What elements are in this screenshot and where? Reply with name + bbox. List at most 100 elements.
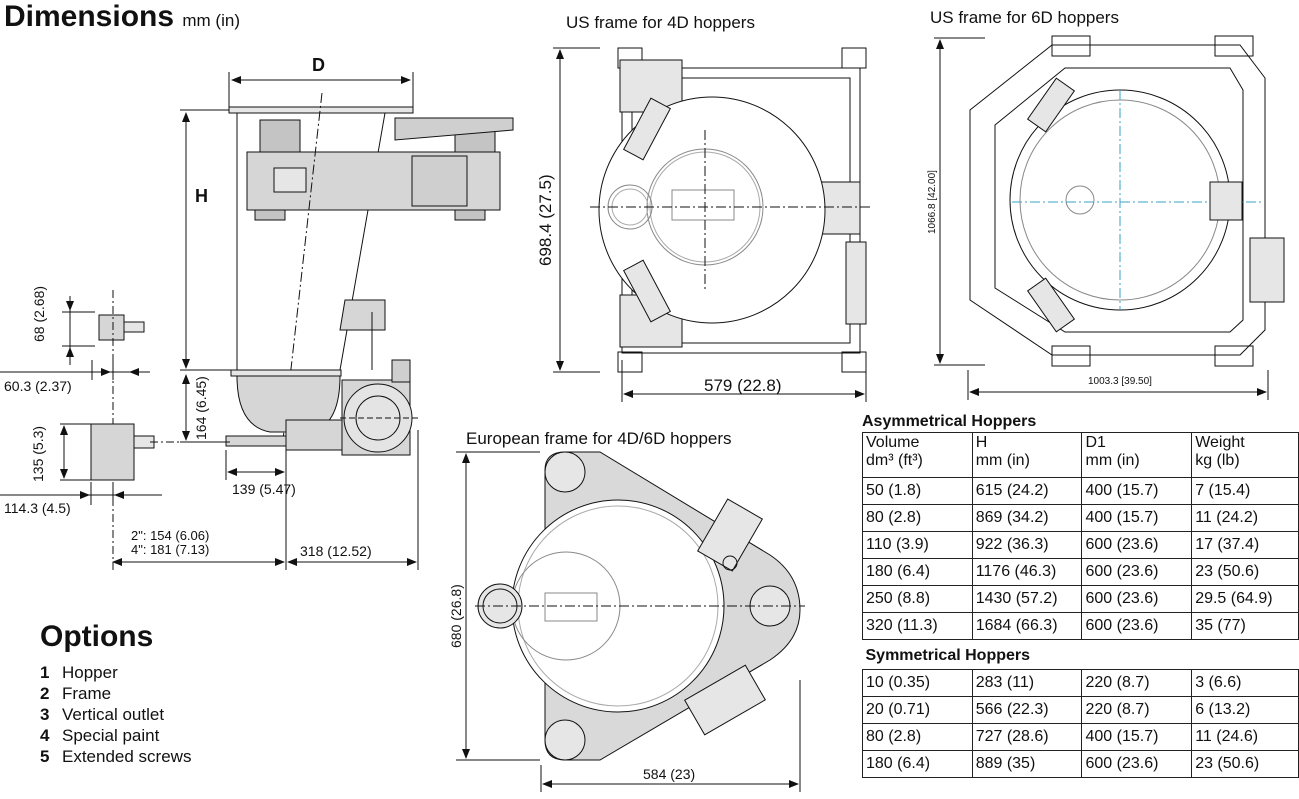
dim-135-label: 135 (5.3) [30,425,46,482]
table-row: 180 (6.4)889 (35)600 (23.6)23 (50.6) [862,750,1299,778]
us4d-width-label: 579 (22.8) [704,376,782,395]
dim-164-label: 164 (6.45) [193,376,209,440]
table-row: 50 (1.8)615 (24.2)400 (15.7)7 (15.4) [862,477,1299,505]
table-row: 20 (0.71)566 (22.3)220 (8.7)6 (13.2) [862,696,1299,724]
option-label: Extended screws [62,747,192,766]
table-cell: 20 (0.71) [862,696,973,724]
us6d-caption: US frame for 6D hoppers [930,8,1119,27]
table-cell: 7 (15.4) [1191,477,1299,505]
option-label: Hopper [62,663,118,682]
table-row: 320 (11.3)1684 (66.3)600 (23.6)35 (77) [862,612,1299,640]
eu-width-label: 584 (23) [643,766,696,782]
table-cell: 11 (24.2) [1191,504,1299,532]
table-cell: 1684 (66.3) [971,612,1083,640]
us6d-height-label: 1066.8 [42.00] [927,170,938,234]
table-cell: 110 (3.9) [862,531,973,559]
header-text: H [975,434,988,451]
dim-2in-label: 2": 154 (6.06) [131,528,210,543]
table-cell: 23 (50.6) [1191,558,1299,586]
dim-4in-label: 4": 181 (7.13) [131,542,210,557]
dim-114-label: 114.3 (4.5) [4,500,71,516]
table-cell: 1176 (46.3) [971,558,1083,586]
eu-caption: European frame for 4D/6D hoppers [466,429,732,448]
table-cell: 400 (15.7) [1081,723,1193,751]
sym-title: Symmetrical Hoppers [865,647,1031,664]
table-cell: 600 (23.6) [1081,558,1193,586]
table-cell: 400 (15.7) [1081,504,1193,532]
table-row: 180 (6.4)1176 (46.3)600 (23.6)23 (50.6) [862,558,1299,586]
header-text: kg (lb) [1195,452,1240,469]
us6d-width-label: 1003.3 [39.50] [1088,376,1152,387]
table-row: 80 (2.8)869 (34.2)400 (15.7)11 (24.2) [862,504,1299,532]
table-cell: 566 (22.3) [971,696,1083,724]
table-cell: 220 (8.7) [1081,696,1193,724]
table-cell: 1430 (57.2) [971,585,1083,613]
dim-D-label: D [312,55,325,75]
us4d-height-label: 698.4 (27.5) [536,174,555,266]
eu-frame-drawing [456,451,805,792]
table-cell: 10 (0.35) [862,669,973,697]
header-text: mm (in) [975,452,1030,469]
table-cell: 922 (36.3) [971,531,1083,559]
table-cell: 400 (15.7) [1081,477,1193,505]
table-cell: 23 (50.6) [1191,750,1299,778]
dim-68-label: 68 (2.68) [31,285,47,342]
table-cell: 180 (6.4) [862,750,973,778]
asym-title: Asymmetrical Hoppers [862,413,1037,430]
header-text: mm (in) [1085,452,1140,469]
table-cell: 869 (34.2) [971,504,1083,532]
table-cell: 180 (6.4) [862,558,973,586]
page-title: Dimensions mm (in) [4,0,240,34]
table-cell: 220 (8.7) [1081,669,1193,697]
option-num: 5 [40,747,50,766]
table-cell: 600 (23.6) [1081,531,1193,559]
option-num: 2 [40,684,50,703]
us-frame-6d-drawing [934,35,1285,400]
table-cell: 80 (2.8) [862,723,973,751]
table-row: 110 (3.9)922 (36.3)600 (23.6)17 (37.4) [862,531,1299,559]
option-item: 4 Special paint [40,725,191,746]
options-title: Options [40,620,154,653]
header-text: D1 [1085,434,1106,451]
title-unit: mm (in) [182,11,240,30]
option-num: 3 [40,705,50,724]
us4d-caption: US frame for 4D hoppers [566,13,755,32]
table-cell: 3 (6.6) [1191,669,1299,697]
table-cell: 17 (37.4) [1191,531,1299,559]
table-cell: 600 (23.6) [1081,750,1193,778]
header-text: Volume [866,434,920,451]
option-label: Special paint [62,726,160,745]
table-cell: 600 (23.6) [1081,612,1193,640]
header-text: dm³ (ft³) [866,452,923,469]
table-cell: 6 (13.2) [1191,696,1299,724]
table-cell: 320 (11.3) [862,612,973,640]
dim-H-label: H [195,186,208,206]
dim-318-label: 318 (12.52) [300,543,372,559]
table-cell: 889 (35) [971,750,1083,778]
table-row: 10 (0.35)283 (11)220 (8.7)3 (6.6) [862,669,1299,697]
table-cell: 50 (1.8) [862,477,973,505]
table-row: 80 (2.8)727 (28.6)400 (15.7)11 (24.6) [862,723,1299,751]
table-cell: 29.5 (64.9) [1191,585,1299,613]
us-frame-4d-drawing [553,47,870,402]
eu-height-label: 680 (26.8) [448,584,464,648]
table-cell: 250 (8.8) [862,585,973,613]
table-cell: 35 (77) [1191,612,1299,640]
side-view-drawing [0,72,514,570]
table-cell: 615 (24.2) [971,477,1083,505]
option-num: 4 [40,726,50,745]
dim-139-label: 139 (5.47) [232,481,296,497]
table-cell: 283 (11) [971,669,1083,697]
table-cell: 600 (23.6) [1081,585,1193,613]
table-cell: 11 (24.6) [1191,723,1299,751]
table-cell: 80 (2.8) [862,504,973,532]
